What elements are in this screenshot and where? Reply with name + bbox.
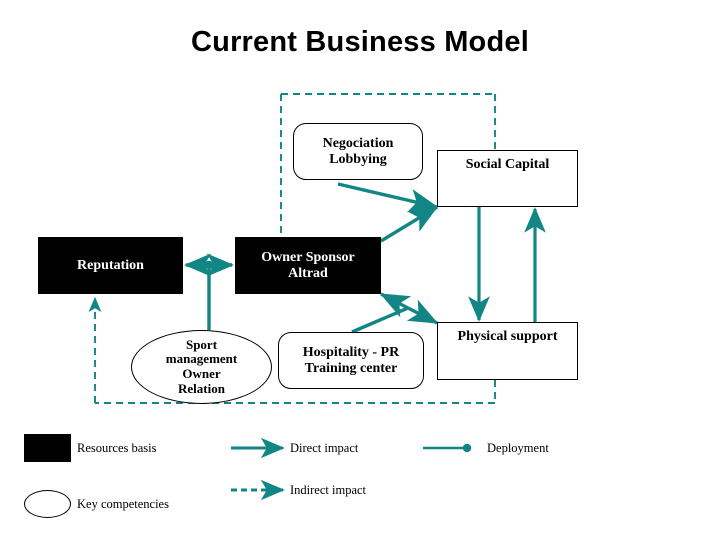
node-physical-support[interactable]: Physical support (437, 322, 578, 380)
node-owner-sponsor-altrad[interactable]: Owner Sponsor Altrad (235, 237, 381, 294)
node-label: Reputation (77, 257, 144, 273)
legend-label-direct-impact: Direct impact (290, 441, 359, 455)
direct-negociation-to-social (337, 182, 439, 213)
legend-label-resources-basis: Resources basis (77, 441, 157, 455)
deployment-junction-dot (204, 260, 214, 270)
direct-hospitality-to-physical (406, 299, 439, 325)
node-label: Negociation Lobbying (322, 135, 394, 167)
node-reputation[interactable]: Reputation (38, 237, 183, 294)
node-label: Hospitality - PR Training center (302, 344, 400, 376)
direct-hospitality-to-owner (379, 292, 412, 318)
node-sport-management[interactable]: Sport management Owner Relation (131, 330, 272, 404)
direct-owner-social-upper (350, 205, 439, 266)
node-label: Owner Sponsor Altrad (261, 249, 355, 281)
legend-swatch-key-competencies (24, 490, 71, 518)
legend-label-indirect-impact: Indirect impact (290, 483, 367, 497)
node-label: Social Capital (465, 157, 550, 172)
node-label: Physical support (457, 329, 558, 344)
direct-hospitality-stem (351, 306, 409, 334)
legend-label-deployment: Deployment (487, 441, 549, 455)
legend-label-key-competencies: Key competencies (77, 497, 169, 511)
page-title: Current Business Model (191, 26, 529, 58)
node-social-capital[interactable]: Social Capital (437, 150, 578, 207)
node-hospitality-pr[interactable]: Hospitality - PR Training center (278, 332, 424, 389)
legend-swatch-resources-basis (24, 434, 71, 462)
node-negociation-lobbying[interactable]: Negociation Lobbying (293, 123, 423, 180)
node-label: Sport management Owner Relation (165, 336, 238, 396)
